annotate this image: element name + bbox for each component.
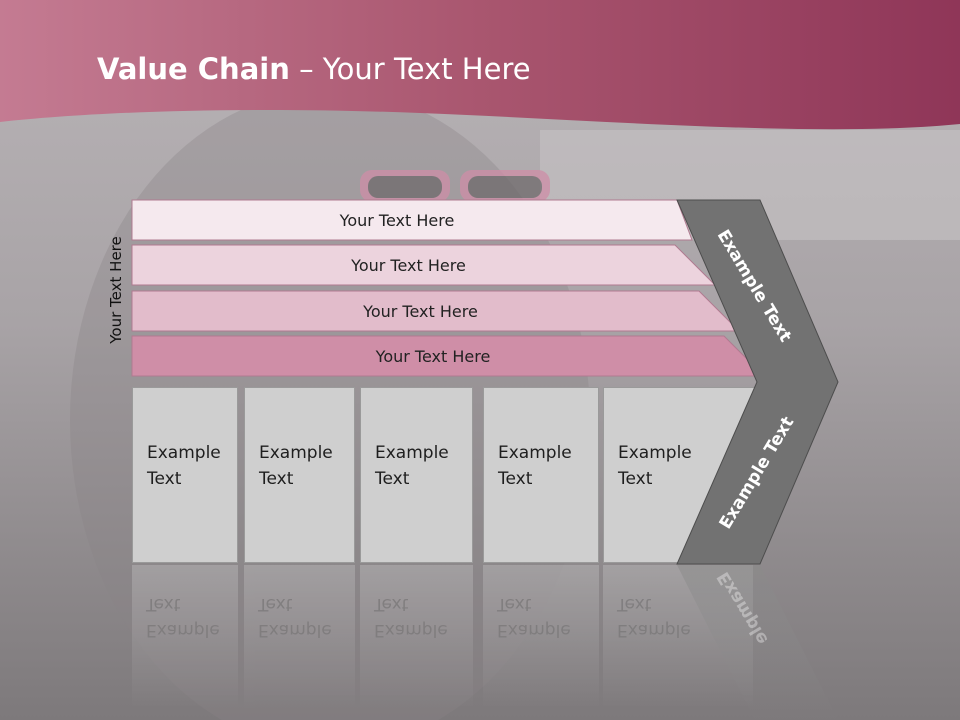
box-line: Example: [259, 443, 333, 463]
box-line: Text: [498, 469, 533, 489]
box-line: Text: [375, 469, 410, 489]
box-line: Example: [375, 443, 449, 463]
box-line: Example: [498, 443, 572, 463]
title-rest: – Your Text Here: [289, 52, 531, 86]
chevron-shape: [676, 199, 839, 565]
box-line: Text: [259, 469, 294, 489]
box-line: Example: [147, 443, 221, 463]
header-band: [0, 0, 960, 130]
box-line: Text: [618, 469, 653, 489]
box-line: Example: [618, 443, 692, 463]
photo-sunglasses: [360, 170, 550, 202]
slide-title: Value Chain – Your Text Here: [97, 52, 531, 86]
title-bold: Value Chain: [97, 52, 290, 86]
chevron-reflection-shape: [677, 565, 838, 720]
box-line: Text: [147, 469, 182, 489]
